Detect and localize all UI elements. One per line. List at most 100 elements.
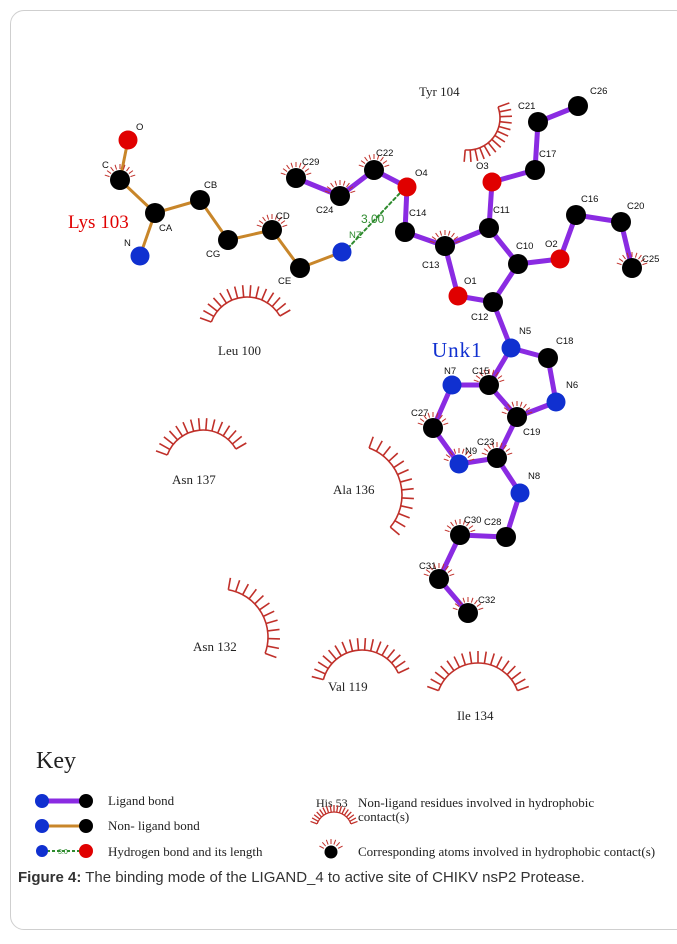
residue-arc-asn132-spike: [248, 588, 257, 600]
residue-arc-val119-spike: [322, 655, 333, 665]
residue-arc-ala136-spike: [401, 497, 414, 500]
atom-label-ca: CA: [159, 223, 173, 234]
residue-arc-asn137-spike: [211, 419, 216, 432]
atom-label-c31: C31: [419, 561, 436, 572]
hydrophobic-spike: [427, 412, 431, 418]
hydrophobic-spike: [444, 529, 450, 533]
hydrophobic-spike: [110, 166, 114, 172]
hydrophobic-spike: [634, 252, 638, 258]
key-nonligand-bond-label: Non- ligand bond: [108, 818, 200, 833]
key-residue-arc-spike: [322, 807, 327, 815]
hydrophobic-spike: [306, 172, 312, 176]
key-ligand-bond-label: Ligand bond: [108, 793, 175, 808]
atom-label-o: O: [136, 122, 143, 133]
hbond-length-label: 3.00: [361, 212, 385, 226]
residue-label: Ala 136: [333, 482, 375, 497]
atom-label-c16: C16: [581, 194, 598, 205]
residue-arc-leu100-spike: [261, 288, 268, 301]
hydrophobic-spike: [445, 565, 449, 571]
atom-c31: [429, 569, 449, 589]
atom-label-c20: C20: [627, 201, 644, 212]
ligand-name-label: Unk1: [432, 338, 483, 362]
atom-label-n8: N8: [528, 471, 540, 482]
key-hbond-sample-label: 3.0: [58, 849, 68, 856]
residue-arc-ile134-spike: [517, 685, 530, 692]
hydrophobic-spike: [481, 452, 487, 456]
residue-arc-asn137-spike: [217, 421, 224, 434]
hydrophobic-spike: [266, 214, 270, 220]
atom-nz: [332, 242, 352, 262]
residue-arc-leu100-spike: [266, 292, 275, 304]
residue-arc-ile134-spike: [514, 678, 526, 686]
hydrophobic-spike: [446, 525, 452, 529]
key-atom-spike: [335, 842, 341, 847]
key-residue-arc-spike: [325, 805, 330, 814]
hydrophobic-spike: [443, 422, 449, 426]
atom-label-cd: CD: [276, 211, 290, 222]
hydrophobic-spike: [476, 603, 482, 607]
residue-arc-asn132: [228, 588, 269, 654]
atom-c13: [435, 236, 455, 256]
atom-c23: [487, 448, 507, 468]
atom-label-o1: O1: [464, 276, 477, 287]
residue-arc-val119-spike: [311, 675, 324, 681]
hydrophobic-spike: [290, 162, 294, 168]
key-atom-hydrophobic-sample: [319, 839, 343, 859]
hydrophobic-arcs: [155, 102, 530, 692]
key-residue-arc-sample: His 53: [310, 796, 358, 825]
hydrophobic-spike: [358, 164, 364, 168]
atoms: [104, 96, 648, 623]
hydrophobic-spike: [104, 174, 110, 178]
atom-label-cb: CB: [204, 180, 217, 191]
residue-arc-tyr104-spike: [483, 145, 491, 157]
atom-n: [130, 246, 150, 266]
residue-lys-label: Lys 103: [68, 212, 129, 233]
residue-arc-val119-spike: [386, 648, 396, 660]
hydrophobic-spike: [449, 450, 453, 456]
hydrophobic-spike: [282, 224, 288, 228]
hydrophobic-spike: [447, 569, 453, 573]
residue-arc-ile134-spike: [440, 665, 450, 676]
hydrophobic-spike: [466, 521, 470, 527]
atom-n5: [501, 338, 521, 358]
hydrophobic-spike: [453, 448, 457, 454]
hydrophobic-spike: [350, 190, 356, 194]
atom-c30: [450, 525, 470, 545]
hydrophobic-spike: [130, 174, 136, 178]
residue-arc-ile134-spike: [426, 685, 439, 692]
residue-arc-asn137-spike: [163, 436, 174, 445]
residue-arc-val119-spike: [390, 654, 401, 664]
atom-label-o3: O3: [476, 161, 489, 172]
hydrophobic-spike: [445, 454, 451, 458]
hydrophobic-spike: [507, 452, 513, 456]
hydrophobic-spike: [461, 448, 465, 454]
atom-o2: [550, 249, 570, 269]
residue-arc-asn137-spike: [227, 429, 237, 441]
residue-arc-leu100-spike: [271, 296, 281, 308]
residue-arc-asn137-spike: [158, 442, 171, 451]
residue-arc-asn132-spike: [262, 610, 275, 618]
hydrophobic-spike: [525, 407, 531, 411]
residue-arc-tyr104-spike: [491, 138, 502, 148]
key-residue-arc-spike: [341, 807, 346, 815]
residue-arc-ile134-spike: [430, 678, 442, 686]
residue-arc-ala136-spike: [394, 519, 406, 528]
hydrophobic-spike: [519, 401, 523, 407]
residue-arc-asn137: [166, 429, 237, 456]
hydrophobic-spike: [467, 454, 473, 458]
atom-label-c: C: [102, 160, 109, 171]
residue-arc-asn137-spike: [231, 435, 243, 445]
residue-arc-asn132-spike: [266, 645, 280, 650]
key-residue-arc-spike: [316, 811, 323, 818]
hydrophobic-spike: [443, 458, 449, 462]
hydrophobic-spike: [483, 448, 489, 452]
residue-label: Val 119: [328, 679, 368, 694]
hydrophobic-spike: [487, 444, 491, 450]
hydrophobic-spike: [470, 529, 476, 533]
atom-cb: [190, 190, 210, 210]
key-atom-spike: [325, 839, 329, 845]
atom-ca: [145, 203, 165, 223]
key-residue-arc-spike: [329, 805, 332, 813]
atom-c: [110, 170, 130, 190]
residue-arc-tyr104-spike: [498, 125, 511, 131]
